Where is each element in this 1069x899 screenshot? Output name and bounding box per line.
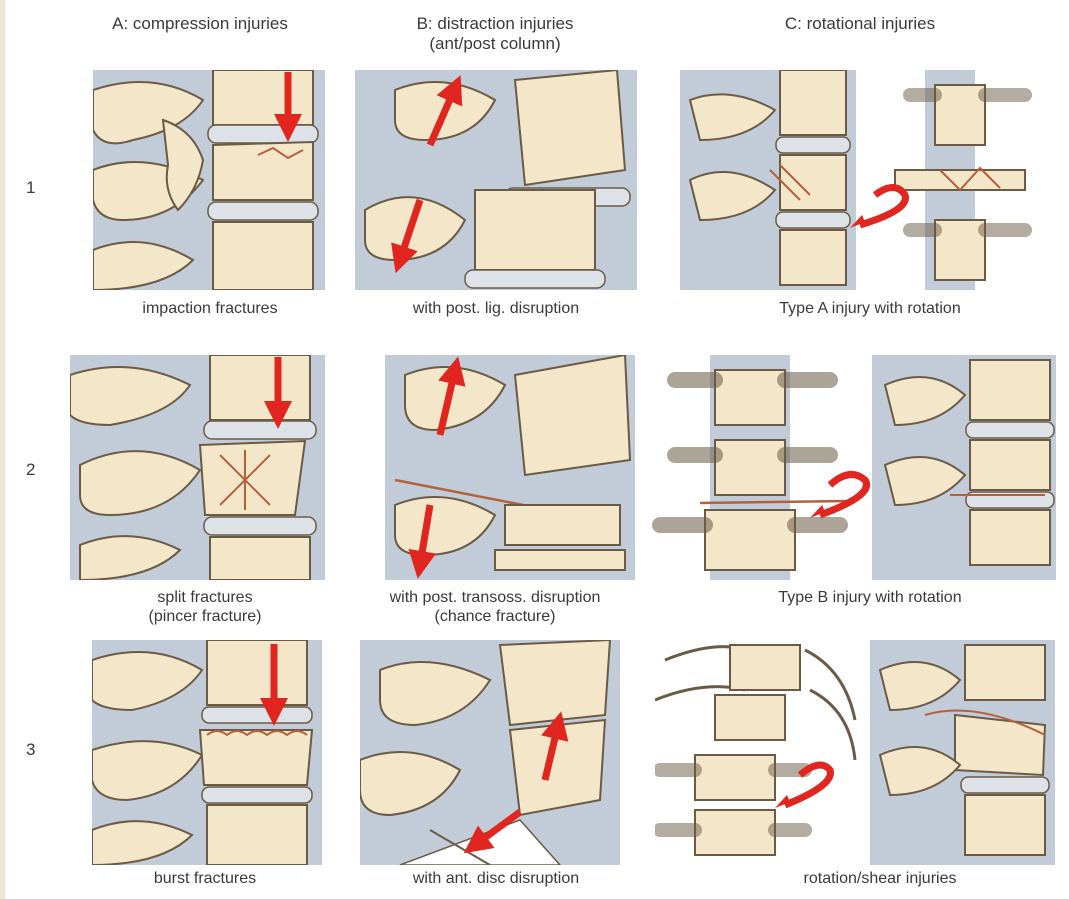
panel-a3-burst-fractures (92, 640, 322, 865)
caption-c2: Type B injury with rotation (730, 588, 1010, 607)
row-number-3: 3 (26, 740, 35, 760)
caption-b2: with post. transoss. disruption (chance … (345, 588, 645, 626)
column-title-a: A: compression injuries (70, 14, 330, 34)
caption-a1: impaction fractures (80, 299, 340, 318)
column-subtitle-b: (ant/post column) (355, 34, 635, 54)
caption-b1: with post. lig. disruption (355, 299, 637, 318)
panel-b1-post-lig-disruption (355, 70, 637, 290)
caption-a2-sub: (pincer fracture) (70, 607, 340, 626)
caption-c1: Type A injury with rotation (720, 299, 1020, 318)
panel-b3-ant-disc-disruption (360, 640, 620, 865)
column-title-c: C: rotational injuries (720, 14, 1000, 34)
panel-c1-type-a-rotation (680, 70, 1056, 290)
caption-b2-sub: (chance fracture) (345, 607, 645, 626)
panel-a1-impaction-fractures (93, 70, 325, 290)
row-number-1: 1 (26, 178, 35, 198)
caption-a2: split fractures (pincer fracture) (70, 588, 340, 626)
panel-b2-post-transoss-disruption (385, 355, 635, 580)
caption-a3: burst fractures (70, 869, 340, 888)
panel-c3-rotation-shear (655, 640, 1055, 865)
column-title-b: B: distraction injuries (ant/post column… (355, 14, 635, 54)
caption-c3: rotation/shear injuries (740, 869, 1020, 888)
left-edge-rule (0, 0, 5, 899)
row-number-2: 2 (26, 460, 35, 480)
caption-b3: with ant. disc disruption (355, 869, 637, 888)
panel-c2-type-b-rotation (650, 355, 1056, 580)
panel-a2-split-fractures (70, 355, 325, 580)
